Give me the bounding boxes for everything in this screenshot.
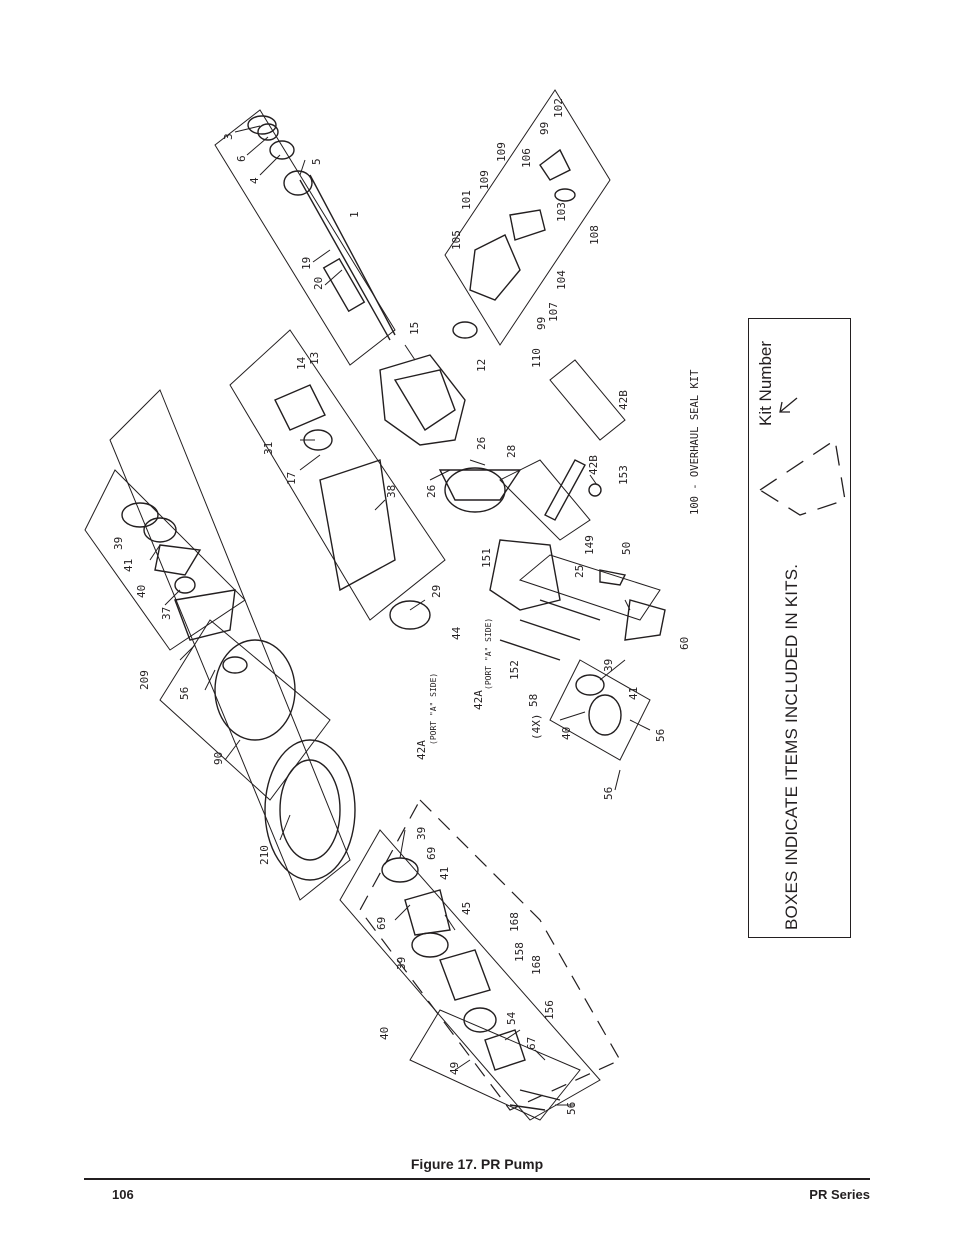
callout-42B: 42B [587,455,600,475]
legend-boxes-text: BOXES INDICATE ITEMS INCLUDED IN KITS. [782,563,801,930]
callout-109: 109 [495,142,508,162]
callout-5: 5 [310,158,323,165]
callout-41-upper: 41 [122,559,135,572]
callout-54: 54 [505,1011,518,1025]
callout-101: 101 [460,190,473,210]
callout-40: 40 [560,727,573,740]
footer-rule [84,1178,870,1180]
callout-106: 106 [520,148,533,168]
callout-6: 6 [235,155,248,162]
callout-1: 1 [348,211,361,218]
legend-kit-number-label: Kit Number [756,340,775,426]
kit-boundary-boxes [84,89,661,1121]
callout-29: 29 [430,585,443,598]
callout-153: 153 [617,465,630,485]
dashed-kit-outline [359,799,621,1111]
callout-56-lower: 56 [602,787,615,800]
callout-41: 41 [627,687,640,700]
callout-103: 103 [555,202,568,222]
callout-26: 26 [475,437,488,450]
callout-31: 31 [262,442,275,455]
part-outlines [121,115,666,1111]
callout-105: 105 [450,230,463,250]
callout-50: 50 [620,542,633,555]
callout-42A: 42A [472,690,485,710]
callout-40-lower: 40 [378,1027,391,1040]
series-name: PR Series [809,1187,870,1202]
callout-38: 38 [385,485,398,498]
callout-69-lower: 69 [375,917,388,930]
callout-109: 109 [478,170,491,190]
callout-156: 156 [543,1000,556,1020]
callout-69: 69 [425,847,438,860]
callout-15: 15 [408,322,421,335]
callout-149: 149 [583,535,596,555]
callout-158: 158 [513,942,526,962]
callout-13: 13 [308,352,321,365]
callout-107: 107 [547,302,560,322]
figure-caption: Figure 17. PR Pump [410,1156,544,1172]
callout-42B-lower: 42B [617,390,630,410]
callout-168-lower: 168 [530,955,543,975]
callout-12: 12 [475,359,488,372]
callout-3: 3 [222,133,235,140]
callout-108: 108 [588,225,601,245]
callout-99: 99 [535,317,548,330]
callout-39-rear: 39 [415,827,428,840]
callout-20: 20 [312,277,325,290]
callout-4: 4 [248,177,261,184]
callout-210: 210 [258,845,271,865]
callout-58: 58 [527,694,540,707]
callout-67: 67 [525,1037,538,1050]
port-a-label-lower: (PORT "A" SIDE) [429,673,438,745]
callout-17: 17 [285,472,298,485]
callout-104: 104 [555,270,568,290]
multiplier-4x: (4X) [530,714,543,741]
callout-25: 25 [573,565,586,578]
callout-44: 44 [450,626,463,640]
callout-102: 102 [552,98,565,118]
callout-45: 45 [460,902,473,915]
leader-lines [149,125,651,1106]
callout-39-lower: 39 [395,957,408,970]
callout-56-bottom: 56 [565,1102,578,1115]
callout-56: 56 [654,729,667,742]
kit-number-arrow [779,397,798,413]
page-number: 106 [112,1187,134,1202]
callout-56-fan: 56 [178,687,191,700]
callout-41-rear: 41 [438,867,451,880]
callout-110: 110 [530,348,543,368]
callout-49: 49 [448,1062,461,1075]
callout-39: 39 [602,659,615,672]
callout-numbers: 3 6 4 5 1 19 20 15 12 110 99 107 104 108… [112,98,701,1115]
callout-28: 28 [505,445,518,458]
callout-42A-lower: 42A [415,740,428,760]
callout-19: 19 [300,257,313,270]
callout-39-upper: 39 [112,537,125,550]
callout-99: 99 [538,122,551,135]
callout-209: 209 [138,670,151,690]
callout-26: 26 [425,485,438,498]
callout-14: 14 [295,356,308,370]
callout-40-upper: 40 [135,585,148,598]
callout-90: 90 [212,752,225,765]
callout-60: 60 [678,637,691,650]
callout-168: 168 [508,912,521,932]
kit-legend-box [748,318,851,938]
kit-title-100: 100 - OVERHAUL SEAL KIT [689,369,701,515]
port-a-label-upper: (PORT "A" SIDE) [484,618,493,690]
callout-37: 37 [160,607,173,620]
callout-152: 152 [508,660,521,680]
callout-151: 151 [480,548,493,568]
